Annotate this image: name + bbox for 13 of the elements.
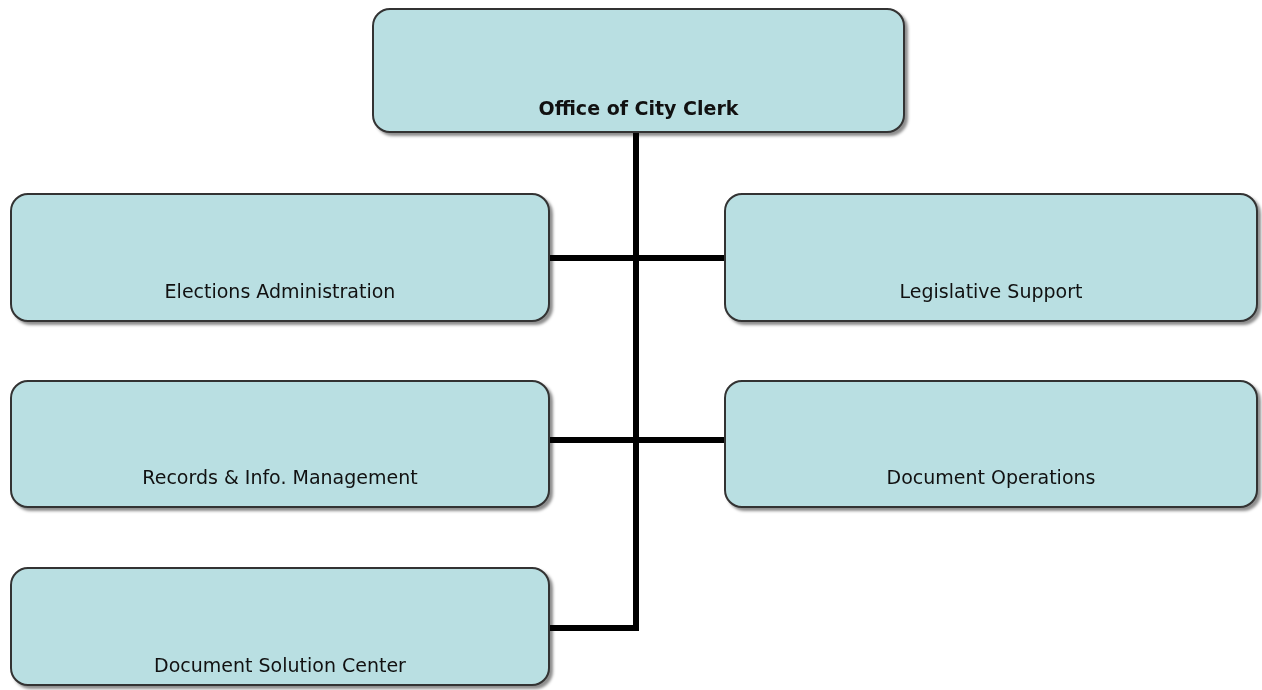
- org-unit-box: [10, 380, 550, 508]
- connector-line: [550, 133, 639, 631]
- unit-name: Document Solution Center: [154, 654, 406, 676]
- org-unit-box: [10, 193, 550, 322]
- org-unit-box: [724, 193, 1258, 322]
- org-unit-box: [372, 8, 905, 133]
- org-unit-box: [724, 380, 1258, 508]
- unit-name: Office of City Clerk: [538, 97, 739, 119]
- unit-name: Legislative Support: [899, 280, 1083, 302]
- unit-name: Document Operations: [886, 466, 1096, 488]
- org-unit-box: [10, 567, 550, 686]
- unit-name: Elections Administration: [164, 280, 396, 302]
- unit-name: Records & Info. Management: [142, 466, 418, 488]
